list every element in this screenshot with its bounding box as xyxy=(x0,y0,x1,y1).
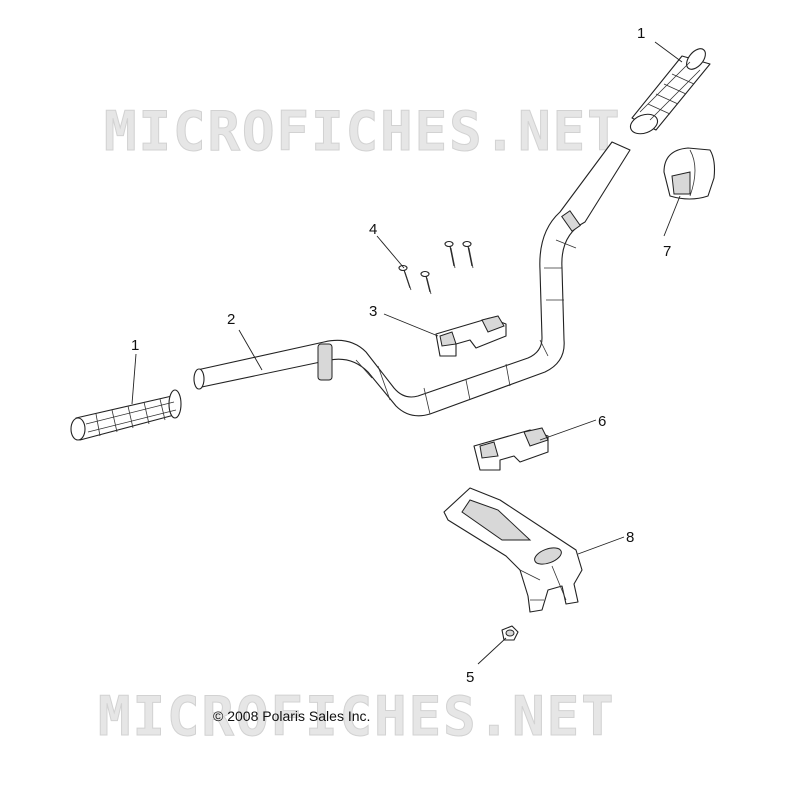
leader-grip-right xyxy=(654,41,683,63)
nut xyxy=(501,625,519,641)
callout-mount-bracket: 8 xyxy=(626,529,634,546)
leader-handlebar xyxy=(238,329,263,371)
clamp-lower xyxy=(473,427,549,471)
handlebar xyxy=(193,141,631,417)
callout-clamp-upper: 3 xyxy=(369,303,377,320)
leader-mount-bracket xyxy=(577,536,625,555)
grip-right xyxy=(629,48,711,135)
callout-clamp-lower: 6 xyxy=(598,413,606,430)
bolts xyxy=(398,240,474,295)
leader-bolts xyxy=(376,235,405,269)
leader-clamp-upper xyxy=(383,313,439,337)
leader-nut xyxy=(477,637,507,665)
callout-grip-left: 1 xyxy=(131,337,139,354)
watermark-bottom: MICROFICHES.NET xyxy=(98,685,616,748)
callout-grip-right: 1 xyxy=(637,25,645,42)
mount-bracket xyxy=(443,487,583,613)
callout-nut: 5 xyxy=(466,669,474,686)
grip-left xyxy=(70,389,182,441)
leader-clamp-lower xyxy=(539,419,597,441)
clamp-upper xyxy=(435,315,507,357)
watermark-top: MICROFICHES.NET xyxy=(104,100,622,163)
callout-bolts: 4 xyxy=(369,221,377,238)
callout-handlebar: 2 xyxy=(227,311,235,328)
leader-grip-left xyxy=(131,353,137,405)
leader-switch-housing xyxy=(663,195,681,237)
callout-switch-housing: 7 xyxy=(663,243,671,260)
switch-housing xyxy=(663,147,716,200)
copyright-notice: © 2008 Polaris Sales Inc. xyxy=(213,708,371,724)
